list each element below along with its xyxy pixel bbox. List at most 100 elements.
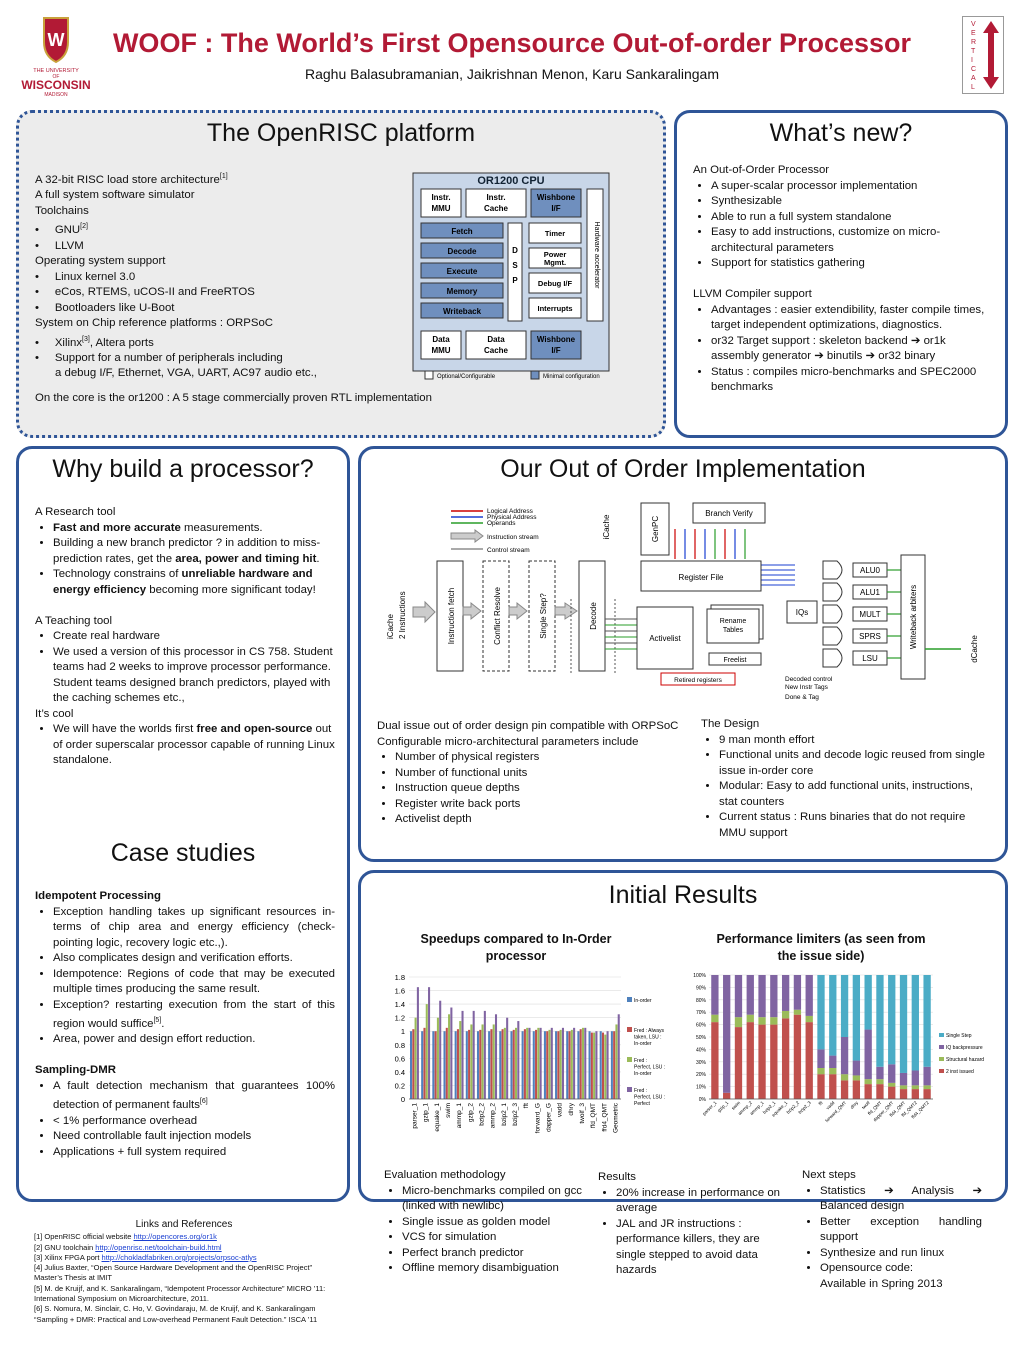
svg-text:W: W [48, 30, 65, 50]
result-item: JAL and JR instructions : performance ki… [616, 1217, 788, 1279]
stacked-bar-segment [746, 975, 754, 1015]
y-tick-label: 80% [696, 998, 707, 1004]
svg-text:T: T [971, 48, 976, 55]
x-tick-label: vadd [825, 1100, 836, 1111]
functional-unit-label: LSU [862, 654, 878, 663]
stacked-bar-segment [817, 975, 825, 1050]
ref-link-3[interactable]: http://chokladfabriken.org/projects/orps… [101, 1252, 257, 1262]
bar [416, 987, 419, 1099]
legend-label: IQ backpressure [946, 1045, 983, 1051]
design-item: 9 man month effort [719, 733, 991, 749]
svg-text:Control stream: Control stream [487, 547, 530, 554]
svg-text:C: C [971, 66, 976, 73]
stacked-bar-segment [770, 975, 778, 1018]
stacked-bar-segment [734, 1027, 743, 1099]
bar [548, 1029, 551, 1099]
stacked-bar-segment [923, 975, 931, 1067]
stacked-bar-segment [899, 1089, 908, 1099]
y-tick-label: 0.8 [395, 1041, 405, 1050]
eval-item: Offline memory disambiguation [402, 1261, 582, 1277]
stacked-bar-segment [805, 1015, 813, 1023]
bar [461, 1010, 464, 1099]
whatsnew-item: Able to run a full system standalone [711, 210, 993, 226]
legend-label: taken, LSU : [634, 1035, 662, 1041]
openrisc-item: System on Chip reference platforms : ORP… [35, 317, 274, 330]
bar [412, 1029, 415, 1099]
bar [604, 1034, 607, 1099]
eval-item: Single issue as golden model [402, 1215, 582, 1231]
param-item: Activelist depth [395, 812, 685, 828]
bar [468, 1029, 471, 1099]
ref-link-1[interactable]: http://opencores.org/or1k [133, 1232, 217, 1242]
why-list: Create real hardwareWe used a version of… [35, 629, 335, 707]
bar [515, 1027, 518, 1099]
x-tick-label: gzip_2 [467, 1103, 474, 1123]
why-list: We will have the worlds first free and o… [35, 722, 335, 769]
limiters-chart: 0%10%20%30%40%50%60%70%80%90%100%parser_… [693, 973, 984, 1123]
stacked-bar-segment [793, 975, 802, 1010]
stacked-bar-segment [923, 1066, 931, 1086]
legend-swatch [939, 1033, 944, 1037]
bar [539, 1027, 542, 1099]
svg-text:Branch Verify: Branch Verify [705, 509, 753, 518]
references: Links and References [1] OpenRISC offici… [34, 1219, 326, 1324]
param-item: Register write back ports [395, 797, 685, 813]
svg-text:Rename: Rename [720, 618, 747, 625]
list-item: Area, power and design effort reduction. [53, 1032, 335, 1048]
stacked-bar-segment [746, 1014, 754, 1023]
svg-text:Wishbone: Wishbone [537, 335, 576, 344]
svg-text:MMU: MMU [431, 346, 450, 355]
bar [535, 1029, 538, 1099]
stacked-bar-segment [746, 1022, 754, 1099]
next-item: Opensource code: [820, 1261, 982, 1277]
or-stage-label: Memory [447, 287, 478, 296]
svg-text:IQs: IQs [796, 608, 808, 617]
svg-text:S: S [512, 261, 518, 270]
openrisc-item: • Support for a number of peripherals in… [35, 351, 283, 364]
stacked-bar-segment [829, 1068, 837, 1075]
bar [557, 1031, 560, 1099]
x-tick-label: ammp_1 [456, 1103, 463, 1129]
legend-swatch [939, 1057, 944, 1061]
stacked-bar-segment [911, 1085, 919, 1090]
svg-text:Writeback arbiters: Writeback arbiters [909, 585, 918, 649]
legend-swatch [627, 1027, 632, 1032]
svg-text:Operands: Operands [487, 520, 516, 527]
or-side-box [528, 247, 582, 269]
bar [521, 1031, 524, 1099]
stacked-bar-segment [734, 1017, 743, 1028]
bar [570, 1029, 573, 1099]
next-item: Synthesize and run linux [820, 1246, 982, 1262]
spacer [35, 1048, 335, 1064]
bar [568, 1031, 571, 1099]
design-item: Current status : Runs binaries that do n… [719, 810, 991, 841]
x-tick-label: twolf [861, 1100, 872, 1111]
stacked-bar-segment [911, 1089, 919, 1099]
openrisc-footer: On the core is the or1200 : A 5 stage co… [35, 392, 432, 404]
why-content: A Research toolFast and more accurate me… [35, 505, 335, 769]
legend-label: Fred : [634, 1058, 647, 1064]
stacked-bar-segment [781, 1010, 790, 1019]
results-title: Initial Results [608, 881, 758, 909]
ooo-desc: Dual issue out of order design pin compa… [377, 719, 685, 828]
stacked-bar-segment [876, 975, 884, 1067]
bar [459, 1021, 462, 1099]
bar [601, 1032, 605, 1099]
case-heading: Sampling-DMR [35, 1064, 116, 1077]
x-tick-label: dhry [568, 1102, 575, 1115]
y-tick-label: 1.4 [395, 1000, 405, 1009]
bar [510, 1031, 513, 1099]
param-item: Number of physical registers [395, 750, 685, 766]
ref-link-2[interactable]: http://openrisc.net/toolchain-build.html [95, 1242, 222, 1252]
stacked-bar-segment [829, 1055, 837, 1068]
stacked-bar-segment [911, 1070, 919, 1086]
svg-text:2 Instructions: 2 Instructions [398, 591, 407, 639]
svg-text:Decode: Decode [589, 602, 598, 630]
y-tick-label: 1.6 [395, 987, 405, 996]
svg-text:Physical Address: Physical Address [487, 514, 537, 521]
x-tick-label: bzip2_3 [797, 1100, 812, 1115]
case-title: Case studies [110, 839, 256, 867]
ooo-panel: Our Out of Order Implementation Logical … [358, 446, 1008, 862]
y-tick-label: 40% [696, 1047, 707, 1053]
bar [566, 1031, 569, 1099]
